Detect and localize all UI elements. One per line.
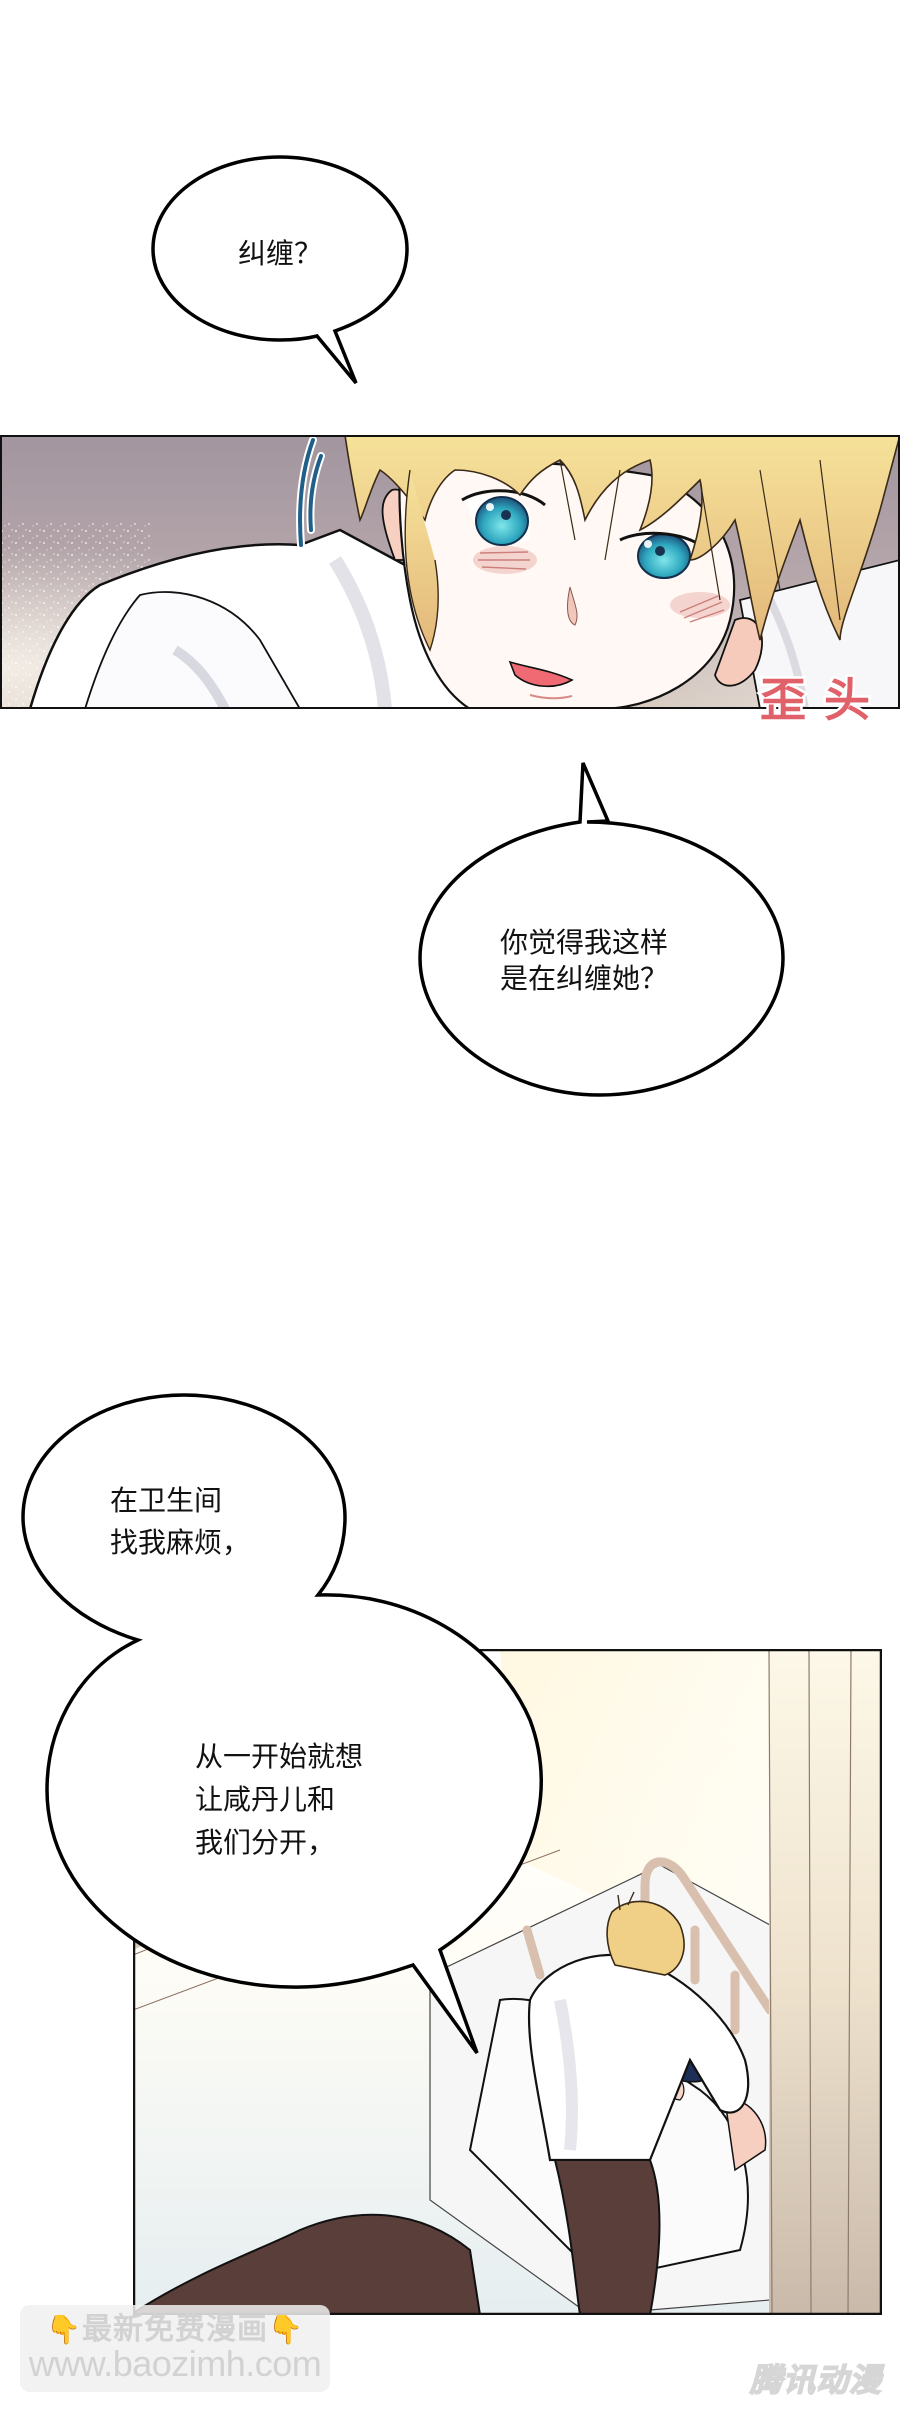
bubble-line: 让咸丹儿和 xyxy=(195,1783,335,1816)
bubble-text: 你觉得我这样 是在纠缠她？ xyxy=(500,926,677,995)
bubble-line: 纠缠？ xyxy=(238,237,322,270)
bubble-line: 你觉得我这样 xyxy=(500,926,668,959)
pointing-down-icon: 👇 xyxy=(46,2312,82,2346)
hair-blond xyxy=(606,1900,685,1976)
watermark-headline: 👇最新免费漫画👇 xyxy=(46,2314,304,2346)
pants-lying xyxy=(133,2213,482,2315)
blush-marks xyxy=(473,546,730,623)
watermark-banner[interactable]: 👇最新免费漫画👇 www.baozimh.com xyxy=(20,2305,330,2392)
watermark-url[interactable]: www.baozimh.com xyxy=(28,2343,322,2385)
bubble-text: 纠缠？ xyxy=(238,237,322,270)
bubble-outline xyxy=(418,762,785,1097)
bubble-line: 是在纠缠她？ xyxy=(500,962,668,995)
bed-rail xyxy=(522,1857,775,2035)
character-shirt xyxy=(28,528,900,709)
panel-hospital xyxy=(133,1649,882,2315)
pointing-down-icon: 👇 xyxy=(268,2312,304,2346)
mouth xyxy=(508,660,574,688)
bubble-line: 找我麻烦， xyxy=(110,1526,250,1559)
bubble-text-4: 从一开始就想 让咸丹儿和 我们分开， xyxy=(195,1740,372,1859)
bubble-text-3: 在卫生间 找我麻烦， xyxy=(110,1484,250,1559)
publisher-logo: 腾讯动漫 xyxy=(749,2360,882,2400)
eye-left xyxy=(461,489,546,546)
nose xyxy=(567,586,578,626)
bubble-line: 我们分开， xyxy=(195,1826,335,1859)
speech-bubble-2: 你觉得我这样 是在纠缠她？ xyxy=(418,762,785,1097)
surprise-lines xyxy=(296,436,325,549)
speech-bubble-1: 纠缠？ xyxy=(151,155,409,385)
character-kneeling xyxy=(527,1891,750,2315)
speech-bubble-3-4: 在卫生间 找我麻烦， 从一开始就想 让咸丹儿和 我们分开， xyxy=(21,1393,543,2055)
sfx-head-tilt: 歪头 xyxy=(760,673,888,727)
curtain xyxy=(769,1649,882,2315)
watermark-text: 最新免费漫画 xyxy=(82,2311,268,2347)
panel-closeup xyxy=(0,435,900,709)
pants-kneeling xyxy=(553,2159,661,2315)
bubble-outline xyxy=(21,1393,543,2055)
bubble-line: 在卫生间 xyxy=(110,1484,222,1517)
bubble-outline xyxy=(151,155,409,385)
ear-right xyxy=(714,617,763,687)
bubble-line: 从一开始就想 xyxy=(195,1740,363,1773)
character-hair xyxy=(344,435,900,652)
